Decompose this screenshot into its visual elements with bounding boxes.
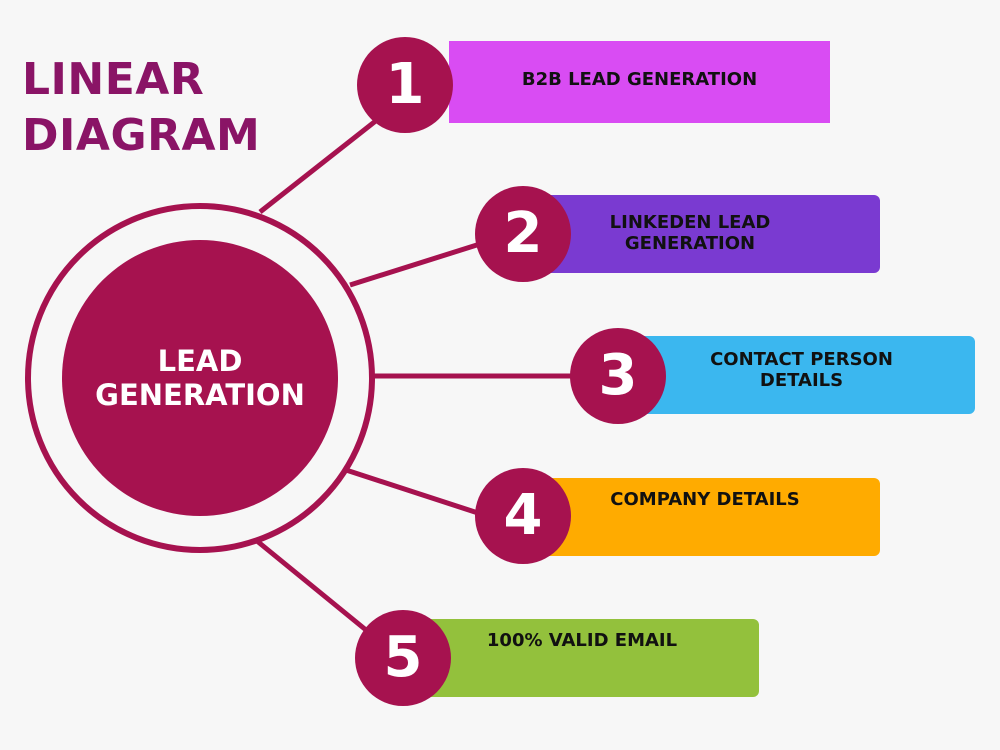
number-badge-3: 3 (570, 328, 666, 424)
item-label-5: 100% VALID EMAIL (486, 630, 678, 651)
diagram-title: LINEAR DIAGRAM (22, 54, 261, 161)
center-node-lead-generation: LEAD GENERATION (62, 240, 338, 516)
connector-4 (345, 467, 479, 516)
item-bar-1: B2B LEAD GENERATION (449, 41, 830, 123)
item-bar-3: CONTACT PERSON DETAILS (628, 336, 975, 414)
number-badge-1: 1 (357, 37, 453, 133)
item-bar-4: COMPANY DETAILS (530, 478, 880, 556)
number-badge-5: 5 (355, 610, 451, 706)
item-label-3: CONTACT PERSON DETAILS (710, 349, 893, 391)
connector-5 (255, 539, 368, 632)
number-badge-4: 4 (475, 468, 571, 564)
item-label-1: B2B LEAD GENERATION (521, 69, 758, 90)
connector-2 (349, 241, 481, 288)
item-bar-2: LINKEDEN LEAD GENERATION (530, 195, 880, 273)
item-bar-5: 100% VALID EMAIL (405, 619, 759, 697)
number-badge-2: 2 (475, 186, 571, 282)
item-label-4: COMPANY DETAILS (610, 489, 800, 510)
connector-1 (258, 114, 384, 214)
item-label-2: LINKEDEN LEAD GENERATION (609, 212, 771, 254)
